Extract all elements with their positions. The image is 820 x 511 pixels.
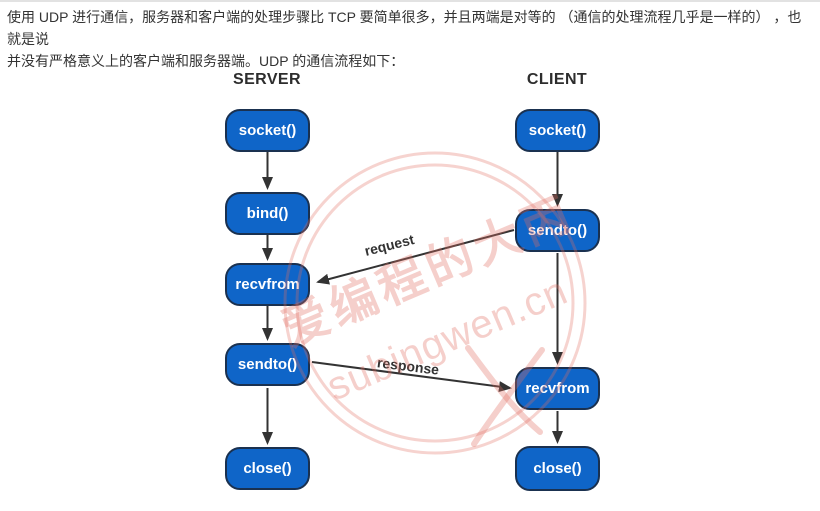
arrow-request-client-to-server	[316, 229, 515, 285]
client-node-socket: socket()	[515, 109, 600, 152]
server-node-sendto: sendto()	[225, 343, 310, 386]
client-node-recvfrom: recvfrom	[515, 367, 600, 410]
server-node-close: close()	[225, 447, 310, 490]
server-node-recvfrom: recvfrom	[225, 263, 310, 306]
server-node-socket: socket()	[225, 109, 310, 152]
page-top-divider	[0, 0, 820, 2]
client-column-title: CLIENT	[526, 71, 588, 88]
response-edge-label: response	[376, 354, 440, 378]
intro-text-line-1: 使用 UDP 进行通信，服务器和客户端的处理步骤比 TCP 要简单很多，并且两端…	[7, 9, 802, 47]
server-node-bind: bind()	[225, 192, 310, 235]
client-node-sendto: sendto()	[515, 209, 600, 252]
intro-paragraph: 使用 UDP 进行通信，服务器和客户端的处理步骤比 TCP 要简单很多，并且两端…	[7, 6, 815, 72]
server-column-title: SERVER	[233, 71, 301, 88]
request-edge-label: request	[362, 231, 416, 259]
intro-text-line-2: 并没有严格意义上的客户端和服务器端。UDP 的通信流程如下：	[7, 53, 405, 69]
client-node-close: close()	[515, 446, 600, 491]
